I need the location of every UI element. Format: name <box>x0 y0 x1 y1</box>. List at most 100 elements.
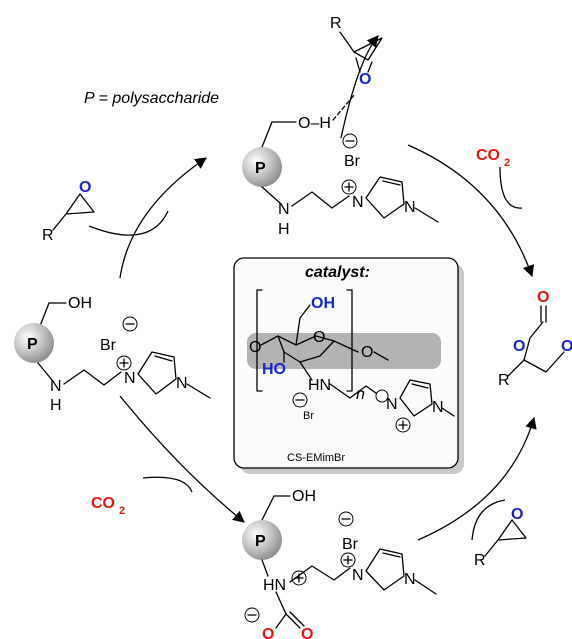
atom-n-imid-bottom: N <box>352 567 364 584</box>
imidazolium-ring-box <box>399 379 433 417</box>
co2-subscript-top: 2 <box>504 157 510 169</box>
bond-linker-box <box>329 383 384 399</box>
atom-r: R <box>330 15 342 32</box>
epoxide-top-bonds <box>339 31 383 61</box>
co2-label-top: CO <box>476 147 500 164</box>
cyclic-carbonate: O O O R <box>498 289 572 389</box>
polysaccharide-sphere-bottom <box>242 520 282 560</box>
co2-label-bottom: CO <box>91 495 115 512</box>
atom-p: P <box>255 160 266 177</box>
atom-n-imid-box: N <box>386 396 398 413</box>
arrow-epoxide-in-bottom <box>471 499 506 541</box>
carboxylate-bonds <box>275 611 305 629</box>
atom-h-left: H <box>50 397 62 414</box>
co2-subscript-bottom: 2 <box>119 505 125 517</box>
imidazolium-ring <box>365 176 405 219</box>
plus-sign <box>344 182 354 192</box>
atom-oh-left: OH <box>68 295 92 312</box>
epoxide-right-bonds <box>484 519 527 557</box>
atom-n-amine: N <box>278 201 290 218</box>
intermediate-bottom: OH P HN N N Br O O <box>242 488 437 639</box>
co2-bottom: CO 2 <box>91 495 125 517</box>
plus-sign-left <box>119 358 129 368</box>
bond-n-methyl-bottom <box>414 579 437 595</box>
arrow-co2-in-bottom <box>142 476 193 493</box>
atom-o-carbonyl: O <box>537 289 549 306</box>
atom-n-imid-left: N <box>124 370 136 387</box>
plus-sign-box <box>398 420 408 430</box>
co2-top: CO 2 <box>476 147 510 169</box>
bond-co <box>355 57 361 73</box>
bond-n-methyl <box>414 207 439 223</box>
bond-p-ch2-oh-bottom <box>261 495 291 521</box>
bond-ch2oh <box>295 304 311 346</box>
atom-ho-secondary: HO <box>262 361 286 378</box>
atom-o-ring-right: O <box>561 338 572 355</box>
imidazolium-ring-bottom <box>365 548 405 591</box>
catalyst-heading: catalyst: <box>305 264 370 281</box>
bond-c-double-o <box>540 305 547 323</box>
bond-c-r <box>507 359 525 377</box>
positive-charge-icon-box-top <box>375 389 389 403</box>
atom-p-left: P <box>27 336 38 353</box>
polysaccharide-sphere-left <box>14 323 54 363</box>
atom-o-ring-left: O <box>513 338 525 355</box>
atom-br-left: Br <box>100 337 117 354</box>
carbonate-ring <box>523 321 565 373</box>
bond-p-hn <box>261 559 269 577</box>
cycle-arrows <box>88 35 537 541</box>
atom-n-left: N <box>50 378 62 395</box>
bond-glyco-right <box>333 340 359 353</box>
atom-o-carboxylate-left: O <box>262 626 274 639</box>
epoxide-left-bonds <box>52 193 95 231</box>
legend-text: P = polysaccharide <box>84 90 219 107</box>
imidazolium-ring-left <box>137 351 177 395</box>
catalyst-box: catalyst: n O O OH O HO HN N N Br CS-EMi… <box>233 257 464 474</box>
atom-n-methyl-bottom: N <box>404 571 416 588</box>
catalyst-name: CS-EMimBr <box>287 452 345 464</box>
atom-oh-bottom: OH <box>292 488 316 505</box>
atom-o-carboxylate-right: O <box>301 626 313 639</box>
arrow-lower-right <box>417 416 537 541</box>
glucose-highlight <box>247 333 441 369</box>
atom-br-bottom: Br <box>342 536 359 553</box>
arrow-lower-left <box>119 395 245 523</box>
atom-o-ring: O <box>313 329 325 346</box>
atom-br: Br <box>344 153 361 170</box>
atom-o-left: O <box>79 179 91 196</box>
epoxide-right: R O <box>474 506 527 569</box>
hydrogen-bond <box>332 93 356 121</box>
bond-p-ch2-o <box>261 121 297 148</box>
bracket-right <box>346 289 353 392</box>
bond-c2-nh <box>299 361 313 381</box>
atom-n-methyl-left: N <box>176 375 188 392</box>
bond-n-carboxylate <box>275 591 287 615</box>
atom-o-epoxide: O <box>359 71 371 88</box>
atom-oh-primary: OH <box>311 295 335 312</box>
bond-p-nh-left <box>37 362 53 381</box>
bond-n-methyl-left <box>186 383 211 399</box>
bond-o-methyl-right <box>373 351 389 361</box>
bond-n-methyl-box <box>441 407 455 417</box>
bond-linker-bottom <box>289 565 351 583</box>
catalyst-left: OH P N H N N Br <box>14 295 211 414</box>
epoxide-left: R O <box>42 179 95 244</box>
atom-n-methyl-box: N <box>432 399 444 416</box>
bond-linker-left <box>63 369 122 386</box>
bond-ethyl-linker <box>291 191 350 209</box>
atom-o-lower-right: O <box>511 506 523 523</box>
arrow-co2-in-top <box>499 166 523 209</box>
intermediate-top: O–H P N H N N Br <box>242 93 439 238</box>
atom-br-box: Br <box>303 410 314 422</box>
bond-p-nh <box>261 186 281 204</box>
polysaccharide-sphere <box>242 147 282 187</box>
repeat-index: n <box>356 386 365 403</box>
atom-n-imidazolium: N <box>352 194 364 211</box>
atom-r-product: R <box>498 372 510 389</box>
atom-p-bottom: P <box>255 533 266 550</box>
atom-o-glyco-left: O <box>249 339 261 356</box>
arrow-epoxide-in <box>88 210 169 236</box>
atom-o-h: O–H <box>298 115 331 132</box>
atom-hn-bottom: HN <box>263 577 286 594</box>
arrow-upper-right <box>407 144 535 278</box>
